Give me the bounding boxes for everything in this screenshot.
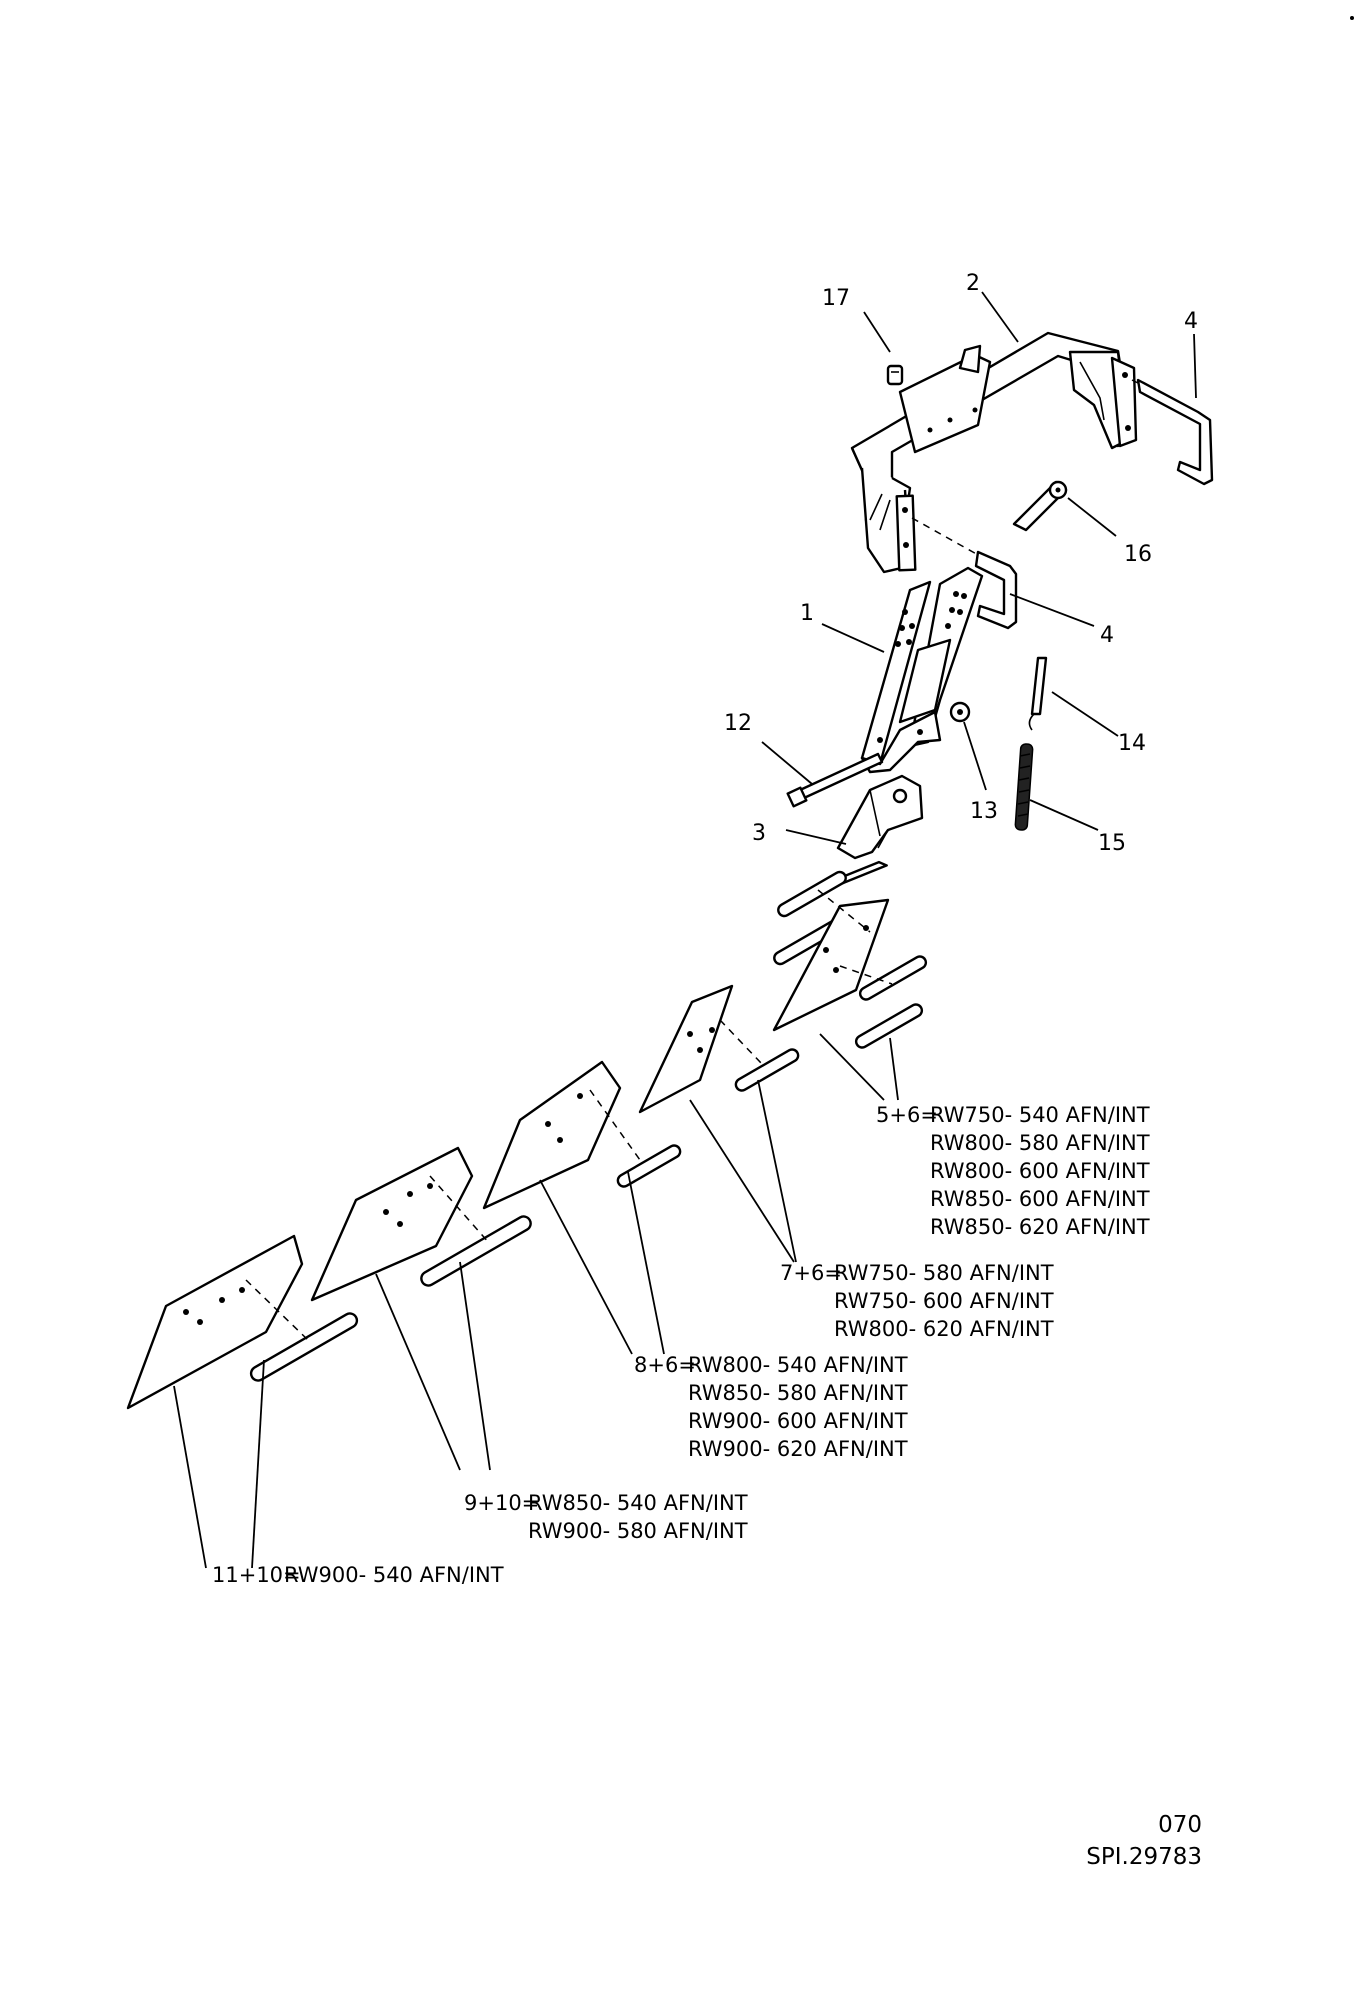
config-line: RW750- 600 AFN/INT: [834, 1289, 1054, 1313]
assembly-8-6: [482, 1060, 682, 1210]
part-13-nut: [949, 701, 971, 723]
assembly-7-6: [638, 984, 800, 1114]
callout-14: 14: [1118, 731, 1146, 756]
config-7-6: 7+6= RW750- 580 AFN/INT RW750- 600 AFN/I…: [780, 1261, 1054, 1341]
callout-labels: 17 2 4 16 4 1 12 14 13 3 15: [724, 271, 1198, 856]
config-line: RW800- 600 AFN/INT: [930, 1159, 1150, 1183]
config-line: RW900- 540 AFN/INT: [284, 1563, 504, 1587]
callout-16: 16: [1124, 542, 1152, 567]
config-line: RW900- 600 AFN/INT: [688, 1409, 908, 1433]
part-15-spring: [1014, 743, 1034, 831]
callout-3: 3: [752, 821, 766, 846]
config-line: RW850- 540 AFN/INT: [528, 1491, 748, 1515]
config-line: RW850- 580 AFN/INT: [688, 1381, 908, 1405]
config-prefix: 11+10=: [212, 1563, 301, 1587]
config-line: RW900- 580 AFN/INT: [528, 1519, 748, 1543]
part-14-hook: [1028, 656, 1048, 731]
config-line: RW800- 540 AFN/INT: [688, 1353, 908, 1377]
config-9-10: 9+10= RW850- 540 AFN/INT RW900- 580 AFN/…: [464, 1491, 748, 1543]
part-2-main-frame: [850, 331, 1138, 574]
config-line: RW850- 600 AFN/INT: [930, 1187, 1150, 1211]
callout-4-upper: 4: [1184, 309, 1198, 334]
config-prefix: 7+6=: [780, 1261, 842, 1285]
bracket-holes: [877, 591, 967, 743]
config-prefix: 9+10=: [464, 1491, 539, 1515]
page-number: 070: [1158, 1812, 1202, 1838]
drawing-reference: SPI.29783: [1086, 1844, 1202, 1870]
callout-2: 2: [966, 271, 980, 296]
config-line: RW900- 620 AFN/INT: [688, 1437, 908, 1461]
config-prefix: 5+6=: [876, 1103, 938, 1127]
config-line: RW800- 580 AFN/INT: [930, 1131, 1150, 1155]
callout-1: 1: [800, 601, 814, 626]
callout-12: 12: [724, 711, 752, 736]
part-4-pin-upper: [1136, 378, 1214, 486]
part-16-pin: [1012, 480, 1068, 532]
callout-4-lower: 4: [1100, 623, 1114, 648]
footer: 070 SPI.29783: [1086, 1812, 1202, 1870]
part-3-small-bracket: [836, 774, 924, 860]
config-11-10: 11+10= RW900- 540 AFN/INT: [212, 1563, 504, 1587]
leader-lines: [173, 291, 1197, 1569]
callout-13: 13: [970, 799, 998, 824]
config-prefix: 8+6=: [634, 1353, 696, 1377]
config-line: RW750- 540 AFN/INT: [930, 1103, 1150, 1127]
config-line: RW750- 580 AFN/INT: [834, 1261, 1054, 1285]
part-1-adjustable-bracket: [860, 566, 984, 774]
part-4-pin-lower: [974, 550, 1018, 630]
config-8-6: 8+6= RW800- 540 AFN/INT RW850- 580 AFN/I…: [634, 1353, 908, 1461]
callout-15: 15: [1098, 831, 1126, 856]
config-5-6: 5+6= RW750- 540 AFN/INT RW800- 580 AFN/I…: [876, 1103, 1150, 1239]
corner-dot: [1350, 16, 1354, 20]
config-line: RW800- 620 AFN/INT: [834, 1317, 1054, 1341]
callout-17: 17: [822, 286, 850, 311]
part-17-bolt: [886, 364, 904, 386]
assembly-9-10: [310, 1146, 532, 1302]
assembly-11-10: [126, 1234, 359, 1410]
assembly-5-6: [772, 860, 928, 1049]
part-12-long-bolt: [786, 752, 884, 808]
config-line: RW850- 620 AFN/INT: [930, 1215, 1150, 1239]
